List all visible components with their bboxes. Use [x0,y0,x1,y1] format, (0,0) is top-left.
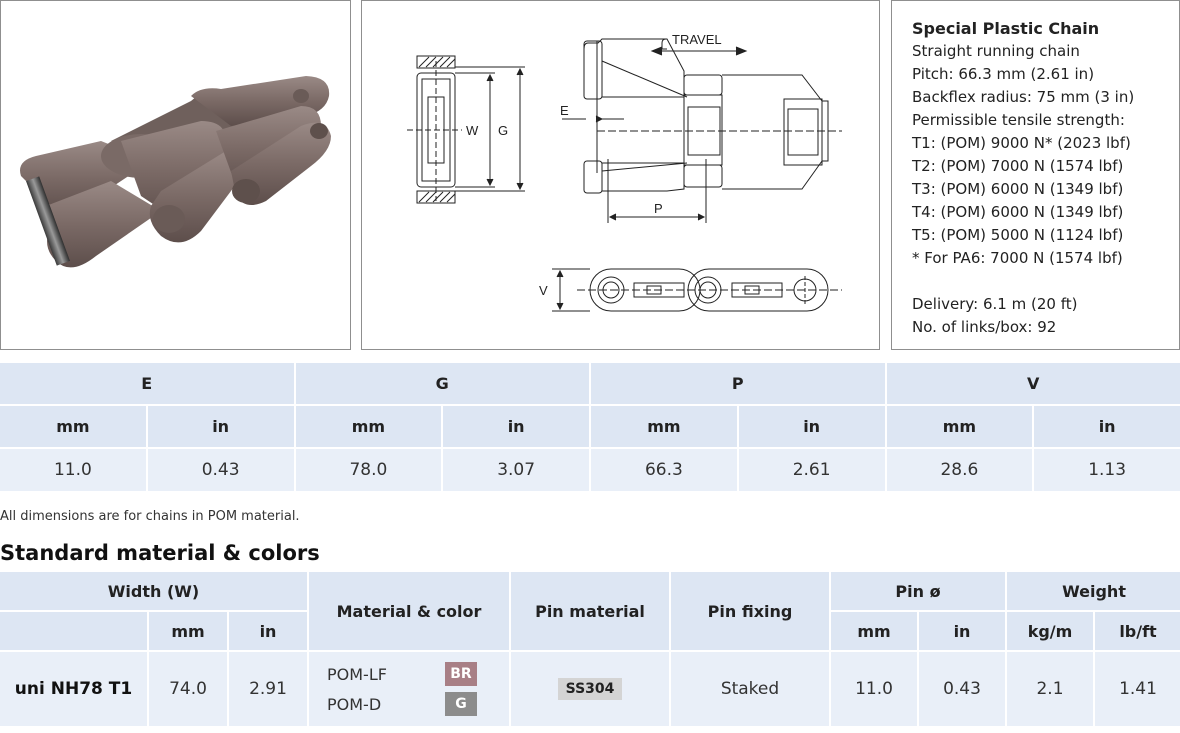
dim-unit-header: mm [0,406,146,447]
material-name: POM-LF [327,664,387,684]
dim-group-header: V [886,363,1180,404]
spec-title: Special Plastic Chain [912,19,1100,38]
pin-material-header: Pin material [511,572,669,650]
material-table: Width (W) Material & color Pin material … [0,570,1180,728]
spec-line: T3: (POM) 6000 N (1349 lbf) [912,180,1124,198]
dim-group-header: P [591,363,885,404]
dim-value: 28.6 [886,449,1033,491]
front-view: V [539,268,842,312]
dim-group-header: G [295,363,589,404]
spec-line: Pitch: 66.3 mm (2.61 in) [912,65,1095,83]
dim-value: 2.61 [738,449,885,491]
pin-material-cell: SS304 [511,652,669,726]
spec-line: Permissible tensile strength: [912,111,1125,129]
spec-panel: Special Plastic Chain Straight running c… [891,0,1180,350]
material-header: Material & color [309,572,509,650]
width-mm-value: 74.0 [149,652,227,726]
chain-photo [20,76,331,268]
width-in-header: in [229,612,307,650]
cross-section-view: W G [407,55,525,204]
dim-unit-header: mm [591,406,737,447]
v-label: V [539,283,548,298]
pin-in-header: in [919,612,1006,650]
pin-mm-value: 11.0 [831,652,917,726]
spec-line: T4: (POM) 6000 N (1349 lbf) [912,203,1124,221]
color-badge-brown: BR [445,662,477,686]
color-badge-grey: G [445,692,477,716]
weight-lbft-value: 1.41 [1095,652,1180,726]
material-option: POM-LF BR [327,659,509,689]
spec-line: Straight running chain [912,42,1080,60]
p-label: P [654,201,663,216]
weight-kgm-value: 2.1 [1007,652,1094,726]
links-per-box-text: No. of links/box: 92 [912,318,1057,336]
dim-unit-header: in [1034,406,1180,447]
width-mm-header: mm [149,612,227,650]
dim-unit-header: mm [295,406,442,447]
e-label: E [560,103,569,118]
dim-value: 3.07 [443,449,589,491]
dim-value: 11.0 [0,449,146,491]
chain-diagram-panel: W G [361,0,880,350]
spec-line: T2: (POM) 7000 N (1574 lbf) [912,157,1124,175]
dim-unit-header: in [738,406,885,447]
dimensions-note: All dimensions are for chains in POM mat… [0,509,300,524]
dim-unit-header: mm [886,406,1033,447]
chain-technical-drawing: W G [407,32,842,312]
material-option: POM-D G [327,689,509,719]
blank-header [0,612,147,650]
table-row: uni NH78 T1 74.0 2.91 POM-LF BR POM-D G … [0,652,1180,726]
pin-diameter-header: Pin ø [831,572,1006,610]
dim-value: 78.0 [295,449,442,491]
spec-line: T5: (POM) 5000 N (1124 lbf) [912,226,1124,244]
dim-group-header: E [0,363,294,404]
spec-line: T1: (POM) 9000 N* (2023 lbf) [912,134,1131,152]
pin-fixing-header: Pin fixing [671,572,829,650]
pin-material-badge: SS304 [557,678,623,700]
model-name: uni NH78 T1 [0,652,147,726]
delivery-text: Delivery: 6.1 m (20 ft) [912,295,1078,313]
width-header: Width (W) [0,572,307,610]
spec-line: * For PA6: 7000 N (1574 lbf) [912,249,1123,267]
section-heading: Standard material & colors [0,541,320,565]
travel-label: TRAVEL [672,32,722,47]
material-name: POM-D [327,694,382,714]
w-label: W [466,123,479,138]
material-cell: POM-LF BR POM-D G [309,652,509,726]
dim-unit-header: in [147,406,294,447]
weight-header: Weight [1007,572,1180,610]
dim-value: 1.13 [1034,449,1180,491]
dim-unit-header: in [443,406,589,447]
pin-fixing-value: Staked [671,652,829,726]
spec-line: Backflex radius: 75 mm (3 in) [912,88,1135,106]
pin-mm-header: mm [831,612,917,650]
pin-in-value: 0.43 [919,652,1006,726]
g-label: G [498,123,508,138]
chain-photo-panel [0,0,351,350]
weight-kgm-header: kg/m [1007,612,1094,650]
width-in-value: 2.91 [229,652,307,726]
dim-value: 0.43 [147,449,294,491]
top-view: E P TRAVEL [560,32,842,223]
dimensions-table: E G P V mm in mm in mm in mm in 11.0 0.4… [0,361,1180,493]
weight-lbft-header: lb/ft [1095,612,1180,650]
dim-value: 66.3 [591,449,737,491]
